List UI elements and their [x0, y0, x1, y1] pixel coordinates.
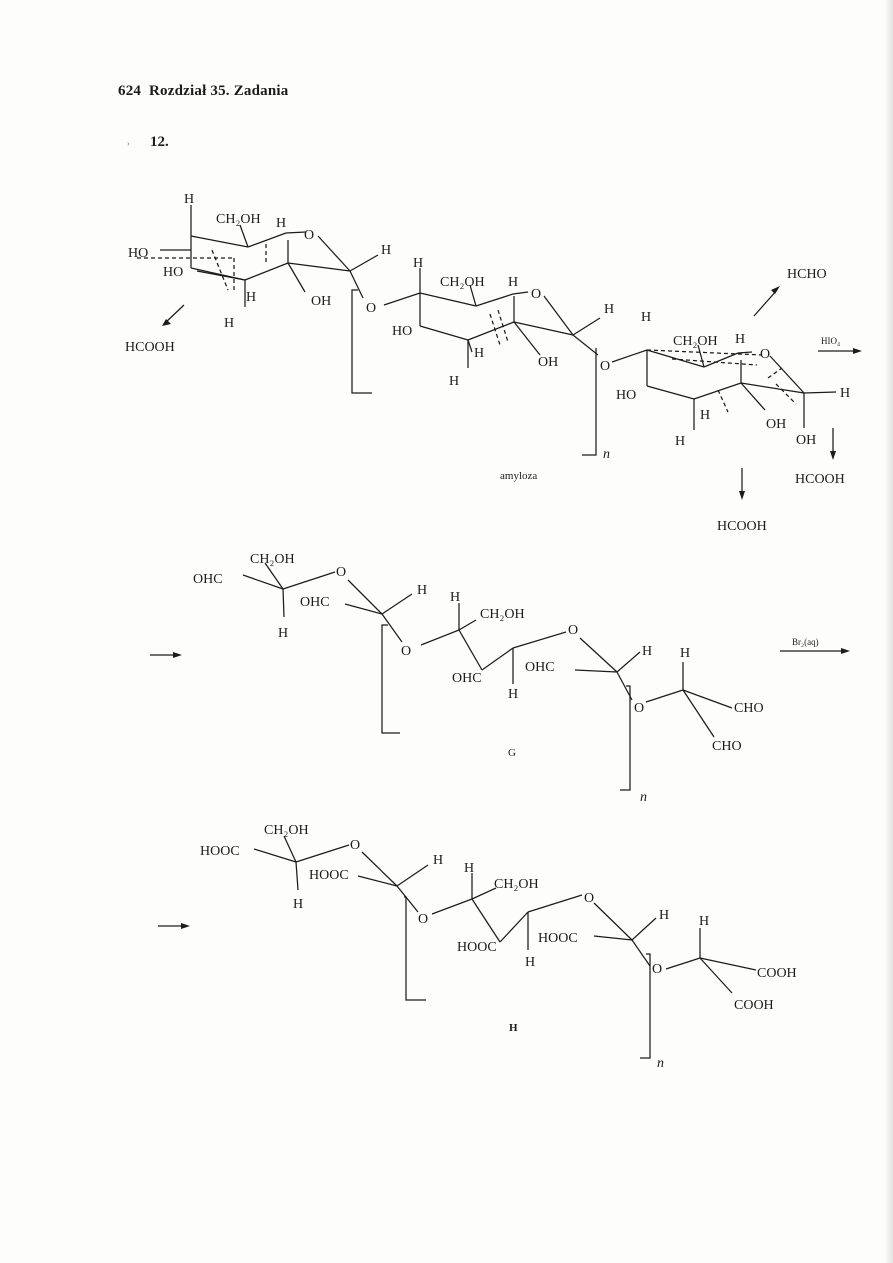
svg-text:H: H [675, 434, 685, 449]
svg-text:H: H [449, 374, 459, 389]
svg-text:H: H [246, 290, 256, 305]
svg-text:HO: HO [392, 324, 412, 339]
svg-text:O: O [600, 359, 610, 374]
svg-text:H: H [474, 346, 484, 361]
svg-text:H: H [508, 275, 518, 290]
svg-text:H: H [464, 861, 474, 876]
chapter-title: Rozdział 35. Zadania [149, 83, 289, 99]
svg-text:H: H [184, 192, 194, 207]
svg-text:H: H [735, 332, 745, 347]
svg-text:HOOC: HOOC [457, 940, 497, 955]
svg-text:CH₂OH: CH₂OH [264, 823, 309, 838]
reagent-bromine-water: Br₂(aq) [792, 637, 819, 647]
svg-text:HO: HO [128, 246, 148, 261]
problem-number: 12. [150, 134, 169, 150]
svg-text:HOOC: HOOC [309, 868, 349, 883]
amylose-structure: H CH₂OH H O HO H HO H OH H O H CH₂OH H O… [125, 192, 862, 534]
svg-text:COOH: COOH [734, 998, 774, 1013]
hcho-product: HCHO [787, 267, 827, 282]
svg-text:O: O [336, 565, 346, 580]
svg-text:OH: OH [538, 355, 558, 370]
svg-text:H: H [700, 408, 710, 423]
svg-text:H: H [680, 646, 690, 661]
svg-text:O: O [568, 623, 578, 638]
compound-h-structure: HOOC CH₂OH O HOOC H H O H CH₂OH O H H HO… [158, 823, 797, 1071]
svg-text:CH₂OH: CH₂OH [673, 334, 718, 349]
svg-text:OH: OH [766, 417, 786, 432]
svg-text:H: H [525, 955, 535, 970]
svg-text:H: H [417, 583, 427, 598]
svg-text:O: O [350, 838, 360, 853]
svg-text:n: n [640, 790, 647, 805]
svg-text:O: O [531, 287, 541, 302]
running-header: 624 Rozdział 35. Zadania [118, 83, 288, 100]
svg-text:H: H [278, 626, 288, 641]
svg-text:O: O [401, 644, 411, 659]
label-compound-h: H [509, 1022, 518, 1034]
svg-text:OHC: OHC [193, 572, 223, 587]
svg-text:HOOC: HOOC [200, 844, 240, 859]
svg-text:n: n [657, 1056, 664, 1071]
svg-text:H: H [840, 386, 850, 401]
svg-text:HCOOH: HCOOH [125, 340, 175, 355]
svg-text:H: H [642, 644, 652, 659]
svg-text:O: O [634, 701, 644, 716]
svg-text:H: H [450, 590, 460, 605]
svg-text:n: n [603, 447, 610, 462]
svg-text:CHO: CHO [712, 739, 742, 754]
svg-text:CH₂OH: CH₂OH [480, 607, 525, 622]
reagent-periodate: HIO₄ [821, 336, 840, 346]
page-number: 624 [118, 83, 142, 99]
label-compound-g: G [508, 747, 516, 759]
margin-mark: › [127, 139, 130, 148]
svg-text:CHO: CHO [734, 701, 764, 716]
svg-text:OHC: OHC [300, 595, 330, 610]
svg-text:OH: OH [796, 433, 816, 448]
svg-text:O: O [418, 912, 428, 927]
svg-text:H: H [699, 914, 709, 929]
compound-g-structure: OHC CH₂OH O OHC H H O H CH₂OH O H H OHC … [150, 552, 850, 805]
svg-text:H: H [224, 316, 234, 331]
svg-text:O: O [652, 962, 662, 977]
svg-text:H: H [659, 908, 669, 923]
svg-text:H: H [641, 310, 651, 325]
svg-text:H: H [508, 687, 518, 702]
svg-text:O: O [584, 891, 594, 906]
svg-text:H: H [413, 256, 423, 271]
svg-text:HO: HO [616, 388, 636, 403]
svg-text:O: O [304, 228, 314, 243]
svg-text:H: H [433, 853, 443, 868]
svg-text:HCOOH: HCOOH [795, 472, 845, 487]
svg-text:O: O [760, 347, 770, 362]
svg-text:HCOOH: HCOOH [717, 519, 767, 534]
svg-text:COOH: COOH [757, 966, 797, 981]
svg-text:OHC: OHC [452, 671, 482, 686]
page-edge-shadow [884, 0, 893, 1263]
svg-text:HO: HO [163, 265, 183, 280]
svg-text:H: H [293, 897, 303, 912]
svg-text:OHC: OHC [525, 660, 555, 675]
svg-text:CH₂OH: CH₂OH [494, 877, 539, 892]
svg-text:O: O [366, 301, 376, 316]
svg-text:H: H [604, 302, 614, 317]
svg-text:CH₂OH: CH₂OH [440, 275, 485, 290]
label-amylose: amyloza [500, 470, 537, 482]
svg-text:H: H [276, 216, 286, 231]
svg-text:H: H [381, 243, 391, 258]
svg-text:CH₂OH: CH₂OH [250, 552, 295, 567]
svg-text:CH₂OH: CH₂OH [216, 212, 261, 227]
svg-text:HOOC: HOOC [538, 931, 578, 946]
svg-text:OH: OH [311, 294, 331, 309]
